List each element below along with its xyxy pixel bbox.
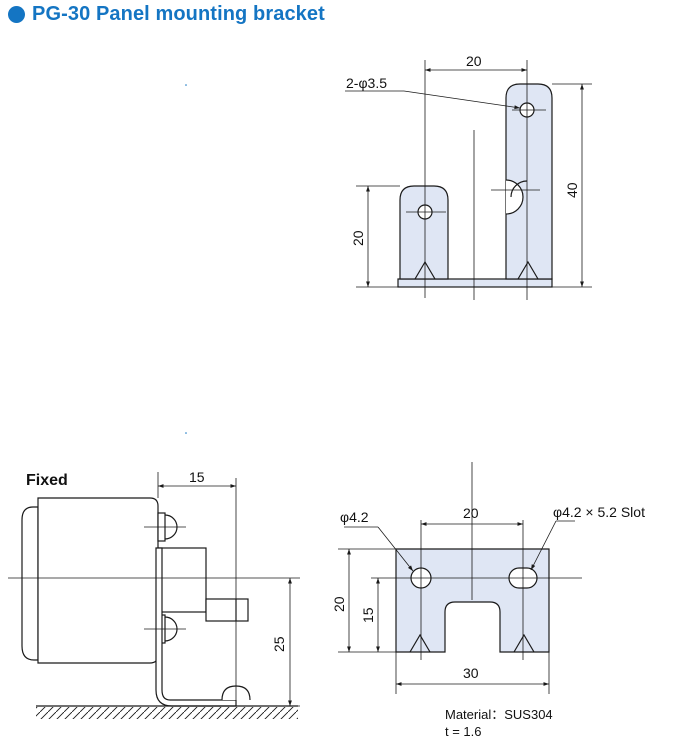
dim-slot-size: φ4.2 × 5.2 Slot [553,504,645,520]
dim-total-height: 40 [564,182,580,198]
dim-left-height: 20 [350,230,366,246]
bracket-right-tab [505,83,553,280]
dim-front-width: 30 [463,665,479,681]
dot-mark [185,432,187,434]
material-spec: Material：SUS304 [445,707,553,722]
slot-detail [510,180,528,198]
ground-hatch [36,707,298,719]
dim-hole-height: 15 [360,607,376,623]
fixed-view [21,497,251,707]
dim-hole-size: 2-φ3.5 [346,75,387,91]
motor-flange [157,547,207,613]
title-bullet-icon [8,5,25,23]
dim-top-width: 20 [466,53,482,69]
page-title: PG-30 Panel mounting bracket [32,2,325,25]
top-view [397,83,553,288]
thickness-spec: t = 1.6 [445,724,482,739]
dim-fixed-offset: 15 [189,469,205,485]
dim-hole-pitch: 20 [463,505,479,521]
dim-hole-round: φ4.2 [340,509,369,525]
bend-mark [513,633,535,653]
section-title: PG-30 Panel mounting bracket [8,1,325,27]
front-view [395,548,550,653]
top-view-lines [345,60,592,300]
slot-arc [505,179,524,215]
front-view-lines [338,462,582,694]
motor-rear-cap [21,506,39,661]
bracket-left-tab [399,185,449,280]
motor-shaft [205,598,249,622]
bracket-base [397,278,553,288]
fixed-label: Fixed [26,472,68,489]
fixed-view-lines [8,472,300,707]
bend-mark [517,260,539,280]
motor-body [37,497,159,664]
dim-fixed-height: 25 [271,636,287,652]
dot-mark [185,84,187,86]
dim-front-height: 20 [331,596,347,612]
bend-mark [409,633,431,653]
